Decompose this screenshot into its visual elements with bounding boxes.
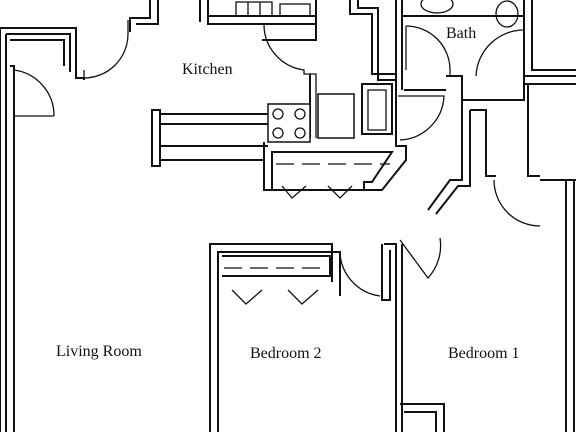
room-label-bedroom-2: Bedroom 2 [250,345,322,362]
bedroom2-walls [209,243,403,432]
bath-door [405,25,525,77]
kitchen-closet [263,96,407,199]
kitchen-door-left [83,20,129,80]
entry-door [13,69,55,117]
hallway-door [399,237,442,280]
kitchen-upper-cabinets [207,0,317,25]
hall-door [398,95,445,141]
bedroom2-door [339,251,381,297]
exterior-walls [0,0,201,432]
toilet-icon [495,0,519,28]
kitchen-counter [151,109,268,167]
bath-sink-icon [420,0,454,14]
bedroom1-walls [400,180,575,432]
bath-walls [395,0,576,101]
kitchen-right-wall [262,0,396,138]
room-label-living-room: Living Room [56,343,142,360]
stove-icon [267,103,311,143]
refrigerator [317,83,393,139]
room-label-kitchen: Kitchen [182,61,233,78]
room-label-bath: Bath [446,25,476,42]
room-label-bedroom-1: Bedroom 1 [448,345,520,362]
bedroom1-closet [427,83,576,227]
bedroom2-closet [222,255,331,305]
